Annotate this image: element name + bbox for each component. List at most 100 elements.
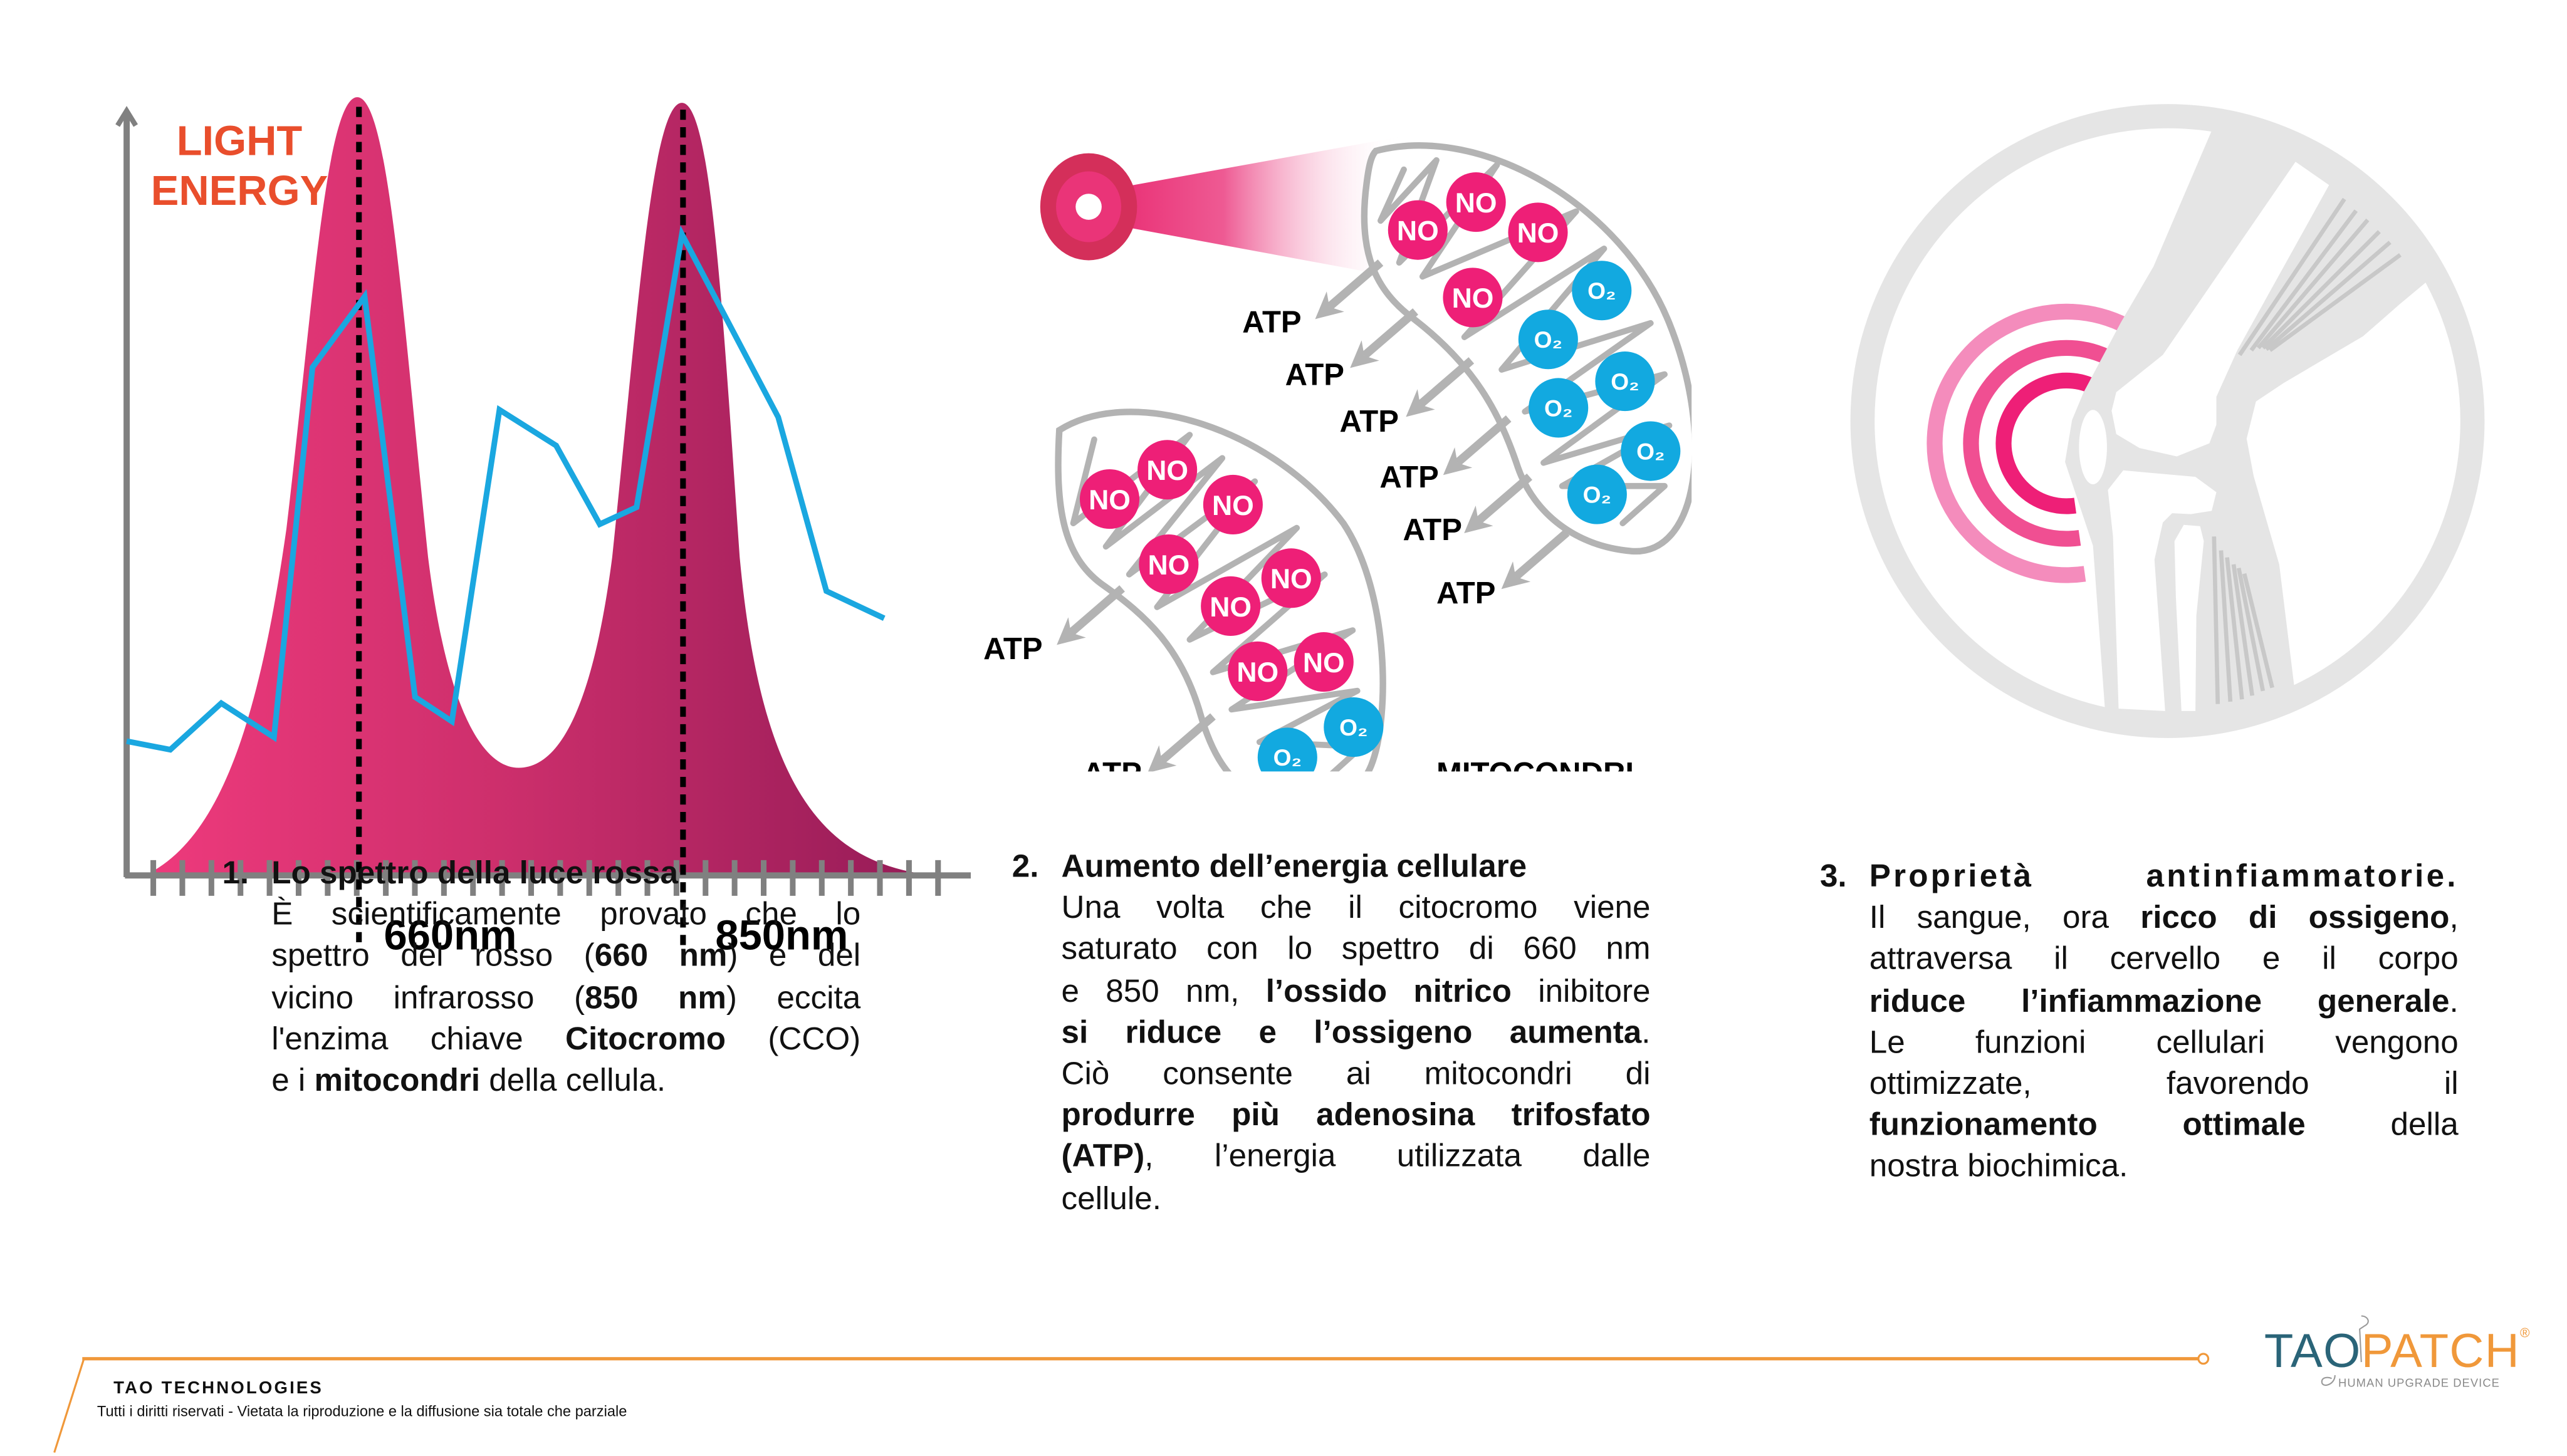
text: Ciò consente ai mitocondri di <box>1061 1056 1651 1093</box>
nitric-oxide-molecule: NO <box>1080 468 1140 529</box>
paragraph-line: (ATP), l’energia utilizzata dalle <box>1062 1137 1651 1178</box>
paragraph-line: spettro del rosso (660 nm) e del <box>271 937 860 978</box>
text: (CCO) <box>726 1021 861 1058</box>
marker-660-label: 660nm <box>384 912 517 952</box>
atp-label: ATP <box>1380 460 1439 494</box>
knee-inflammation-diagram <box>1849 103 2484 738</box>
bold-text: (ATP) <box>1061 1139 1145 1175</box>
paragraph-line: l'enzima chiave Citocromo (CCO) <box>271 1019 860 1061</box>
atp-label: ATP <box>1403 512 1462 546</box>
bold-text: mitocondri <box>314 1063 481 1099</box>
paragraph-line: Ciò consente ai mitocondri di <box>1062 1054 1651 1096</box>
oxygen-molecule: O₂ <box>1529 377 1589 437</box>
text: cellule. <box>1061 1180 1161 1217</box>
light-spectrum-diagram: LIGHT ENERGY 660nm 850nm <box>115 96 971 952</box>
paragraph-line: si riduce e l’ossigeno aumenta. <box>1062 1013 1651 1054</box>
text: , <box>2449 900 2459 937</box>
o2-label: O₂ <box>1637 437 1665 464</box>
atp-label: ATP <box>1340 404 1399 438</box>
atp-label: ATP <box>1243 305 1302 339</box>
paragraph-line: e i mitocondri della cellula. <box>271 1061 860 1103</box>
section-title: Proprietà antinfiammatorie. <box>1869 858 2459 895</box>
bold-text: ricco di ossigeno <box>2140 900 2450 937</box>
taopatch-logo: TAOPATCH® <box>2264 1326 2531 1380</box>
paragraph-line: Una volta che il citocromo viene <box>1062 888 1651 930</box>
o2-label: O₂ <box>1611 368 1639 394</box>
no-label: NO <box>1148 549 1190 580</box>
text: Una volta che il citocromo viene <box>1061 890 1651 927</box>
tendon-lines <box>2211 197 2401 704</box>
oxygen-molecule: O₂ <box>1519 309 1579 369</box>
section-title: Aumento dell’energia cellulare <box>1061 848 1527 885</box>
section-number: 1. <box>222 855 249 892</box>
no-label: NO <box>1452 283 1494 313</box>
light-energy-label-line1: LIGHT <box>177 117 303 164</box>
marker-850-label: 850nm <box>716 912 849 952</box>
text: della <box>2305 1107 2459 1144</box>
text: e 850 nm, <box>1061 973 1266 1010</box>
paragraph-line: riduce l’infiammazione generale. <box>1869 981 2459 1022</box>
nitric-oxide-molecule: NO <box>1446 171 1507 232</box>
o2-label: O₂ <box>1273 744 1302 770</box>
logo-part-patch: PATCH <box>2361 1326 2521 1379</box>
no-label: NO <box>1271 563 1313 594</box>
paragraph-line: nostra biochimica. <box>1869 1147 2459 1188</box>
oxygen-molecule: O₂ <box>1572 260 1633 320</box>
paragraph-line: funzionamento ottimale della <box>1869 1106 2459 1147</box>
logo-hook-icon <box>2321 1315 2369 1386</box>
text: ) eccita <box>726 979 861 1016</box>
no-label: NO <box>1517 217 1559 248</box>
no-label: NO <box>1089 484 1131 515</box>
text: . <box>2449 983 2459 1019</box>
no-label: NO <box>1398 215 1440 246</box>
atp-arrow-icon <box>1443 414 1512 475</box>
nitric-oxide-molecule: NO <box>1262 548 1322 608</box>
atp-arrow-icon <box>1350 308 1419 368</box>
atp-arrow-icon <box>1502 528 1571 589</box>
paragraph-line: cellule. <box>1062 1179 1651 1220</box>
text: . <box>1641 1014 1651 1051</box>
atp-label: ATP <box>984 632 1043 665</box>
paragraph-line: produrre più adenosina trifosfato <box>1062 1096 1651 1137</box>
section-number: 3. <box>1819 858 1847 895</box>
text: , l’energia utilizzata dalle <box>1144 1139 1651 1175</box>
light-energy-label-line2: ENERGY <box>151 167 328 214</box>
nitric-oxide-molecule: NO <box>1228 640 1289 700</box>
paragraph-line: vicino infrarosso (850 nm) eccita <box>271 978 860 1019</box>
text: vicino infrarosso ( <box>271 979 585 1016</box>
bold-text: riduce l’infiammazione generale <box>1869 983 2450 1019</box>
oxygen-molecule: O₂ <box>1596 350 1656 411</box>
atp-arrow-icon <box>1148 712 1216 771</box>
text: inibitore <box>1511 973 1651 1010</box>
o2-label: O₂ <box>1340 714 1368 740</box>
text: della cellula. <box>480 1063 666 1099</box>
bold-text: l’ossido nitrico <box>1265 973 1512 1010</box>
spectrum-peaks-area <box>145 96 933 875</box>
logo-tagline: HUMAN UPGRADE DEVICE <box>2338 1378 2500 1390</box>
atp-arrow-icon <box>1057 585 1126 645</box>
nitric-oxide-molecule: NO <box>1201 575 1261 635</box>
text: ottimizzate, favorendo il <box>1869 1066 2459 1103</box>
mitochondria-caption: MITOCONDRI <box>1437 756 1634 771</box>
text: saturato con lo spettro di 660 nm <box>1061 932 1651 968</box>
o2-label: O₂ <box>1588 277 1616 303</box>
atp-arrow-icon <box>1315 259 1384 319</box>
absorption-curve-line <box>126 225 886 752</box>
oxygen-molecule: O₂ <box>1621 420 1681 481</box>
nitric-oxide-molecule: NO <box>1388 199 1448 259</box>
text: e i <box>271 1063 315 1099</box>
footer-copyright-notice: Tutti i diritti riservati - Vietata la r… <box>97 1403 627 1420</box>
o2-label: O₂ <box>1545 394 1573 420</box>
bold-text: si riduce e l’ossigeno aumenta <box>1061 1014 1642 1051</box>
footer-company-name: TAO TECHNOLOGIES <box>113 1378 323 1398</box>
logo-part-tao: TAO <box>2264 1326 2361 1379</box>
nitric-oxide-molecule: NO <box>1139 533 1200 594</box>
atp-label: ATP <box>1083 756 1142 771</box>
section-number: 2. <box>1012 848 1039 885</box>
bold-text: produrre più adenosina trifosfato <box>1061 1097 1651 1134</box>
bold-text: 660 nm <box>594 938 728 975</box>
logo-registered-mark: ® <box>2520 1326 2531 1341</box>
